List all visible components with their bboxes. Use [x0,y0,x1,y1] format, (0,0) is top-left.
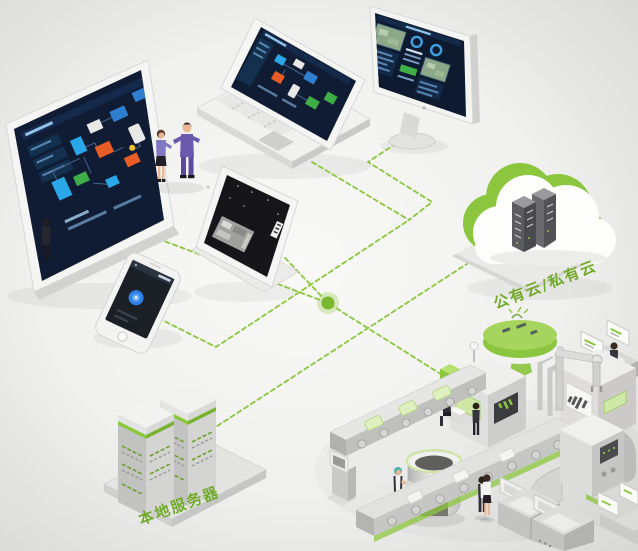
cloud-servers-icon [512,188,556,252]
green-water-tower [483,306,557,364]
signal-sparks [508,306,529,314]
robot-arm [554,346,603,411]
local-servers: 本地服务器 [102,386,268,529]
server-tower-left [118,400,174,516]
conveyor-lower [355,417,575,542]
monitor-dashboard [375,15,462,116]
home-button [117,331,128,342]
signal-lamp [469,341,479,351]
phone-speaker [149,262,162,269]
large-display-dashboard [20,70,161,231]
standing-worker-1 [472,402,480,435]
person-silhouette [38,217,54,262]
large-display [5,59,179,300]
map-legend-chip [270,221,284,239]
people-pair [152,122,204,194]
tablet [191,165,299,293]
connection-phone-merge [157,219,410,349]
corner-monitors [597,481,638,545]
worker-desks [480,474,494,523]
conveyor-upper [329,364,487,456]
kiosk [326,449,356,506]
public-private-cloud: 公有云/私有云 [452,163,616,313]
connection-display-hub-factory [97,215,448,379]
connection-lines [97,138,477,446]
connection-tablet-hub [284,257,329,304]
tablet-camera [206,185,210,189]
inspection-desks [480,474,594,551]
person-woman [155,129,172,182]
smart-factory [326,306,638,551]
desktop-monitor [369,5,480,150]
connection-laptop-merge [311,161,410,221]
desk-2 [532,493,594,551]
conveyor-green-base [374,444,574,542]
smartphone [95,252,181,354]
laptop-dashboard [236,30,352,110]
laptop-touchpad [258,131,294,151]
connection-monitor-merge [366,138,434,221]
tray-plates [406,447,516,504]
network-hub-dot [317,292,339,314]
laptop [195,17,372,169]
processing-machine [440,306,557,448]
facility-map [211,216,255,253]
green-window-1 [603,390,627,415]
tablet-map-screen [211,185,284,253]
person-man [173,122,200,179]
donut-gauge-2 [429,43,443,57]
kiosk-screen [333,455,345,469]
connection-cloud-servers [187,257,477,446]
green-covers [364,385,452,431]
donut-gauge-1 [410,35,423,49]
cnc-machine [531,414,636,507]
monitor-stand [400,112,420,138]
